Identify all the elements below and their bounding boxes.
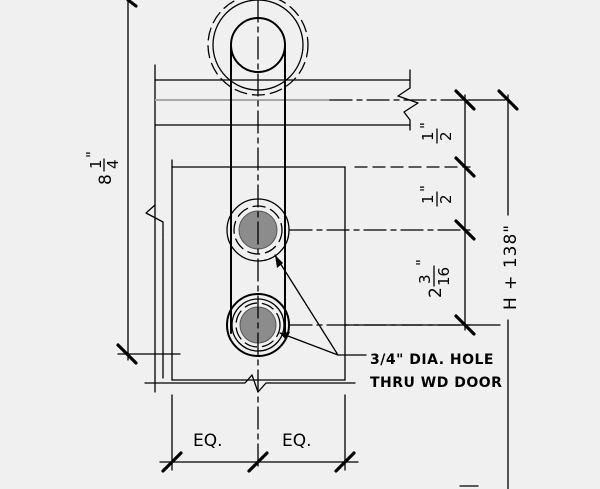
gap-top-unit: " [417,122,435,129]
gap-mid-den: 2 [437,194,455,204]
label-equal-right: EQ. [282,431,312,451]
note-line-1: 3/4" DIA. HOLE [370,352,494,368]
hole-spacing-unit: " [413,259,431,266]
note-line-2: THRU WD DOOR [370,375,502,391]
overall-height-num: 1 [87,159,105,169]
center-lines [257,0,471,471]
label-gap-mid: 1 2 " [417,185,455,207]
hole-spacing-whole: 2 [426,287,446,298]
overall-height-den: 4 [104,159,122,169]
gap-mid-unit: " [417,185,435,192]
label-hole-spacing: 2 3 16 " [413,259,453,298]
label-overall-height: 8 1 4 " [83,151,122,185]
dimension-mount-height [459,89,519,489]
label-mount-height: H + 138" [501,224,521,310]
dimension-overall-height [116,0,181,365]
gap-top-num: 1 [419,131,437,141]
gap-top-den: 2 [437,131,455,141]
frame-lines [144,64,419,393]
hole-spacing-den: 16 [435,267,453,286]
overall-height-unit: " [83,151,101,158]
label-gap-top: 1 2 " [417,122,455,144]
note-leaders [274,254,367,356]
gap-mid-num: 1 [419,194,437,204]
arm-body [230,44,286,334]
label-equal-left: EQ. [193,431,223,451]
dimension-equal-spacing [159,394,359,473]
hole-spacing-num: 3 [416,274,434,284]
overall-height-whole: 8 [96,174,116,185]
extension-lines [344,99,506,326]
dimension-stack-right [454,89,476,336]
